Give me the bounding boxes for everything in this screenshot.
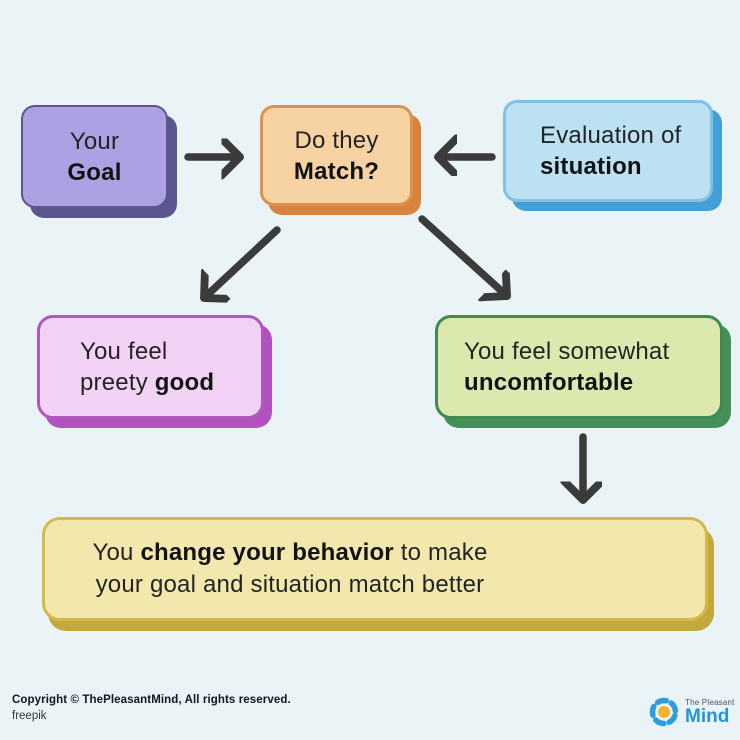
feel-good-box: You feel preety good: [37, 315, 264, 419]
logo-text: The Pleasant Mind: [685, 698, 735, 726]
match-box-text: Do they Match?: [293, 126, 380, 185]
feel-good-box-text: You feel preety good: [80, 338, 215, 396]
evaluation-box-text: Evaluation of situation: [540, 122, 682, 180]
freepik-credit: freepik: [12, 710, 47, 722]
arrow-match-to-uncomfortable: [418, 215, 507, 296]
sun-logo-icon: [649, 697, 679, 727]
the-pleasant-mind-logo: The Pleasant Mind: [645, 691, 735, 731]
logo-text-bottom: Mind: [685, 706, 730, 727]
feel-uncomfortable-box: You feel somewhat uncomfortable: [435, 315, 723, 419]
change-behavior-box: You change your behavior to make your go…: [42, 517, 708, 621]
goal-box-text: Your Goal: [67, 127, 122, 186]
change-behavior-box-text: You change your behavior to make your go…: [92, 539, 488, 598]
goal-box: Your Goal: [21, 105, 168, 208]
evaluation-box: Evaluation of situation: [503, 100, 713, 202]
copyright-text: Copyright © ThePleasantMind, All rights …: [12, 694, 291, 706]
feel-uncomfortable-box-text: You feel somewhat uncomfortable: [464, 338, 670, 396]
match-box: Do they Match?: [260, 105, 413, 206]
logo-text-top: The Pleasant: [685, 698, 735, 707]
arrow-match-to-good: [204, 226, 281, 298]
